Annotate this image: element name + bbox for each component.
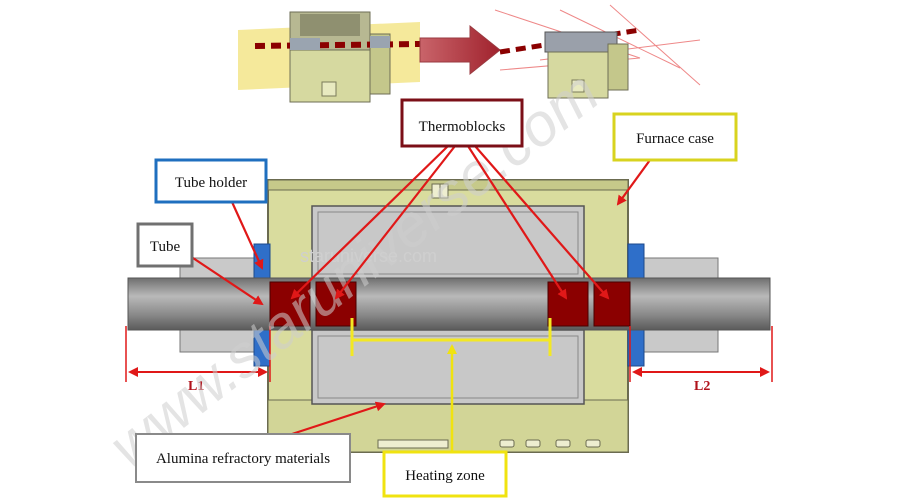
label-alumina-text: Alumina refractory materials	[156, 451, 330, 467]
thumbnail-opened-furnace	[494, 4, 701, 99]
label-furnace-case: Furnace case	[612, 112, 738, 162]
tube	[127, 277, 771, 331]
leader-arrows	[189, 145, 651, 436]
label-heating-zone-text: Heating zone	[405, 468, 485, 484]
heating-zone-bracket	[350, 318, 552, 356]
dimension-l1-label: L1	[188, 379, 204, 394]
dimension-l1: L1	[125, 326, 271, 394]
label-tube-text: Tube	[150, 239, 181, 255]
label-thermoblocks: Thermoblocks	[400, 98, 524, 148]
label-thermoblocks-text: Thermoblocks	[419, 119, 506, 135]
dimension-l2: L2	[629, 326, 773, 394]
label-heating-zone: Heating zone	[382, 450, 508, 498]
dimension-l2-label: L2	[694, 379, 710, 394]
label-furnace-case-text: Furnace case	[636, 131, 714, 147]
label-tube: Tube	[136, 222, 194, 268]
label-alumina: Alumina refractory materials	[135, 433, 351, 483]
thumbnail-closed-furnace	[238, 11, 421, 103]
label-tube-holder: Tube holder	[154, 158, 268, 204]
transition-arrow	[419, 24, 501, 76]
label-tube-holder-text: Tube holder	[175, 175, 247, 191]
